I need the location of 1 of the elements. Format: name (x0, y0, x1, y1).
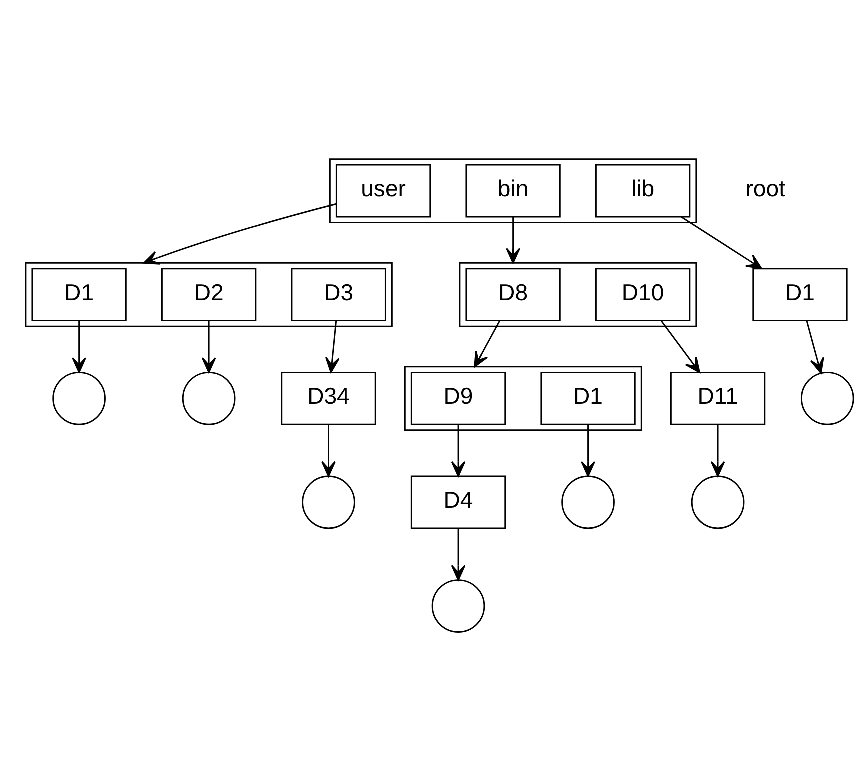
node-label: root (746, 175, 786, 201)
